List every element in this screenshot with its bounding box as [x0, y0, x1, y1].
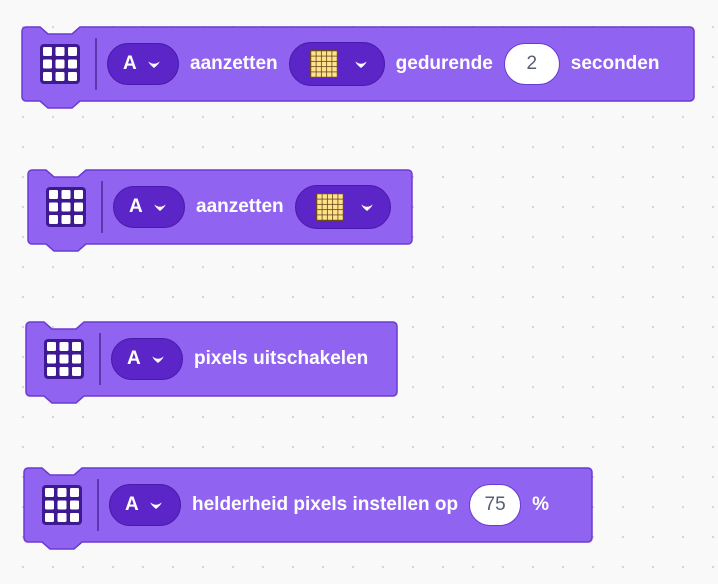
port-value: A: [123, 53, 137, 74]
port-dropdown[interactable]: A: [109, 484, 181, 526]
caret-down-icon: [147, 60, 161, 69]
block-separator: [97, 479, 99, 531]
light-matrix-icon: [42, 485, 82, 525]
light-matrix-image-icon: [309, 50, 338, 78]
caret-down-icon: [354, 60, 368, 69]
matrix-image-dropdown[interactable]: [288, 42, 385, 86]
block-separator: [99, 333, 101, 385]
label-percent: %: [532, 494, 549, 515]
label-seconds: seconden: [570, 53, 660, 74]
light-matrix-icon: [46, 187, 86, 227]
port-dropdown[interactable]: A: [107, 43, 179, 85]
brightness-input[interactable]: 75: [469, 484, 522, 526]
block-separator: [101, 181, 103, 233]
light-matrix-icon: [40, 44, 80, 84]
port-value: A: [129, 196, 143, 217]
label-turn-on: aanzetten: [190, 53, 278, 74]
matrix-image-dropdown[interactable]: [294, 185, 391, 229]
port-value: A: [125, 494, 139, 515]
port-dropdown[interactable]: A: [113, 186, 185, 228]
seconds-input[interactable]: 2: [503, 43, 560, 85]
label-set-brightness: helderheid pixels instellen op: [192, 494, 459, 515]
caret-down-icon: [360, 203, 374, 212]
caret-down-icon: [151, 355, 165, 364]
light-matrix-image-icon: [315, 193, 344, 221]
block-separator: [95, 38, 97, 90]
caret-down-icon: [149, 501, 163, 510]
label-duration: gedurende: [395, 53, 493, 74]
caret-down-icon: [153, 203, 167, 212]
light-matrix-icon: [44, 339, 84, 379]
port-value: A: [127, 348, 141, 369]
port-dropdown[interactable]: A: [111, 338, 183, 380]
label-turn-on: aanzetten: [196, 196, 284, 217]
label-turn-off-pixels: pixels uitschakelen: [194, 348, 369, 369]
